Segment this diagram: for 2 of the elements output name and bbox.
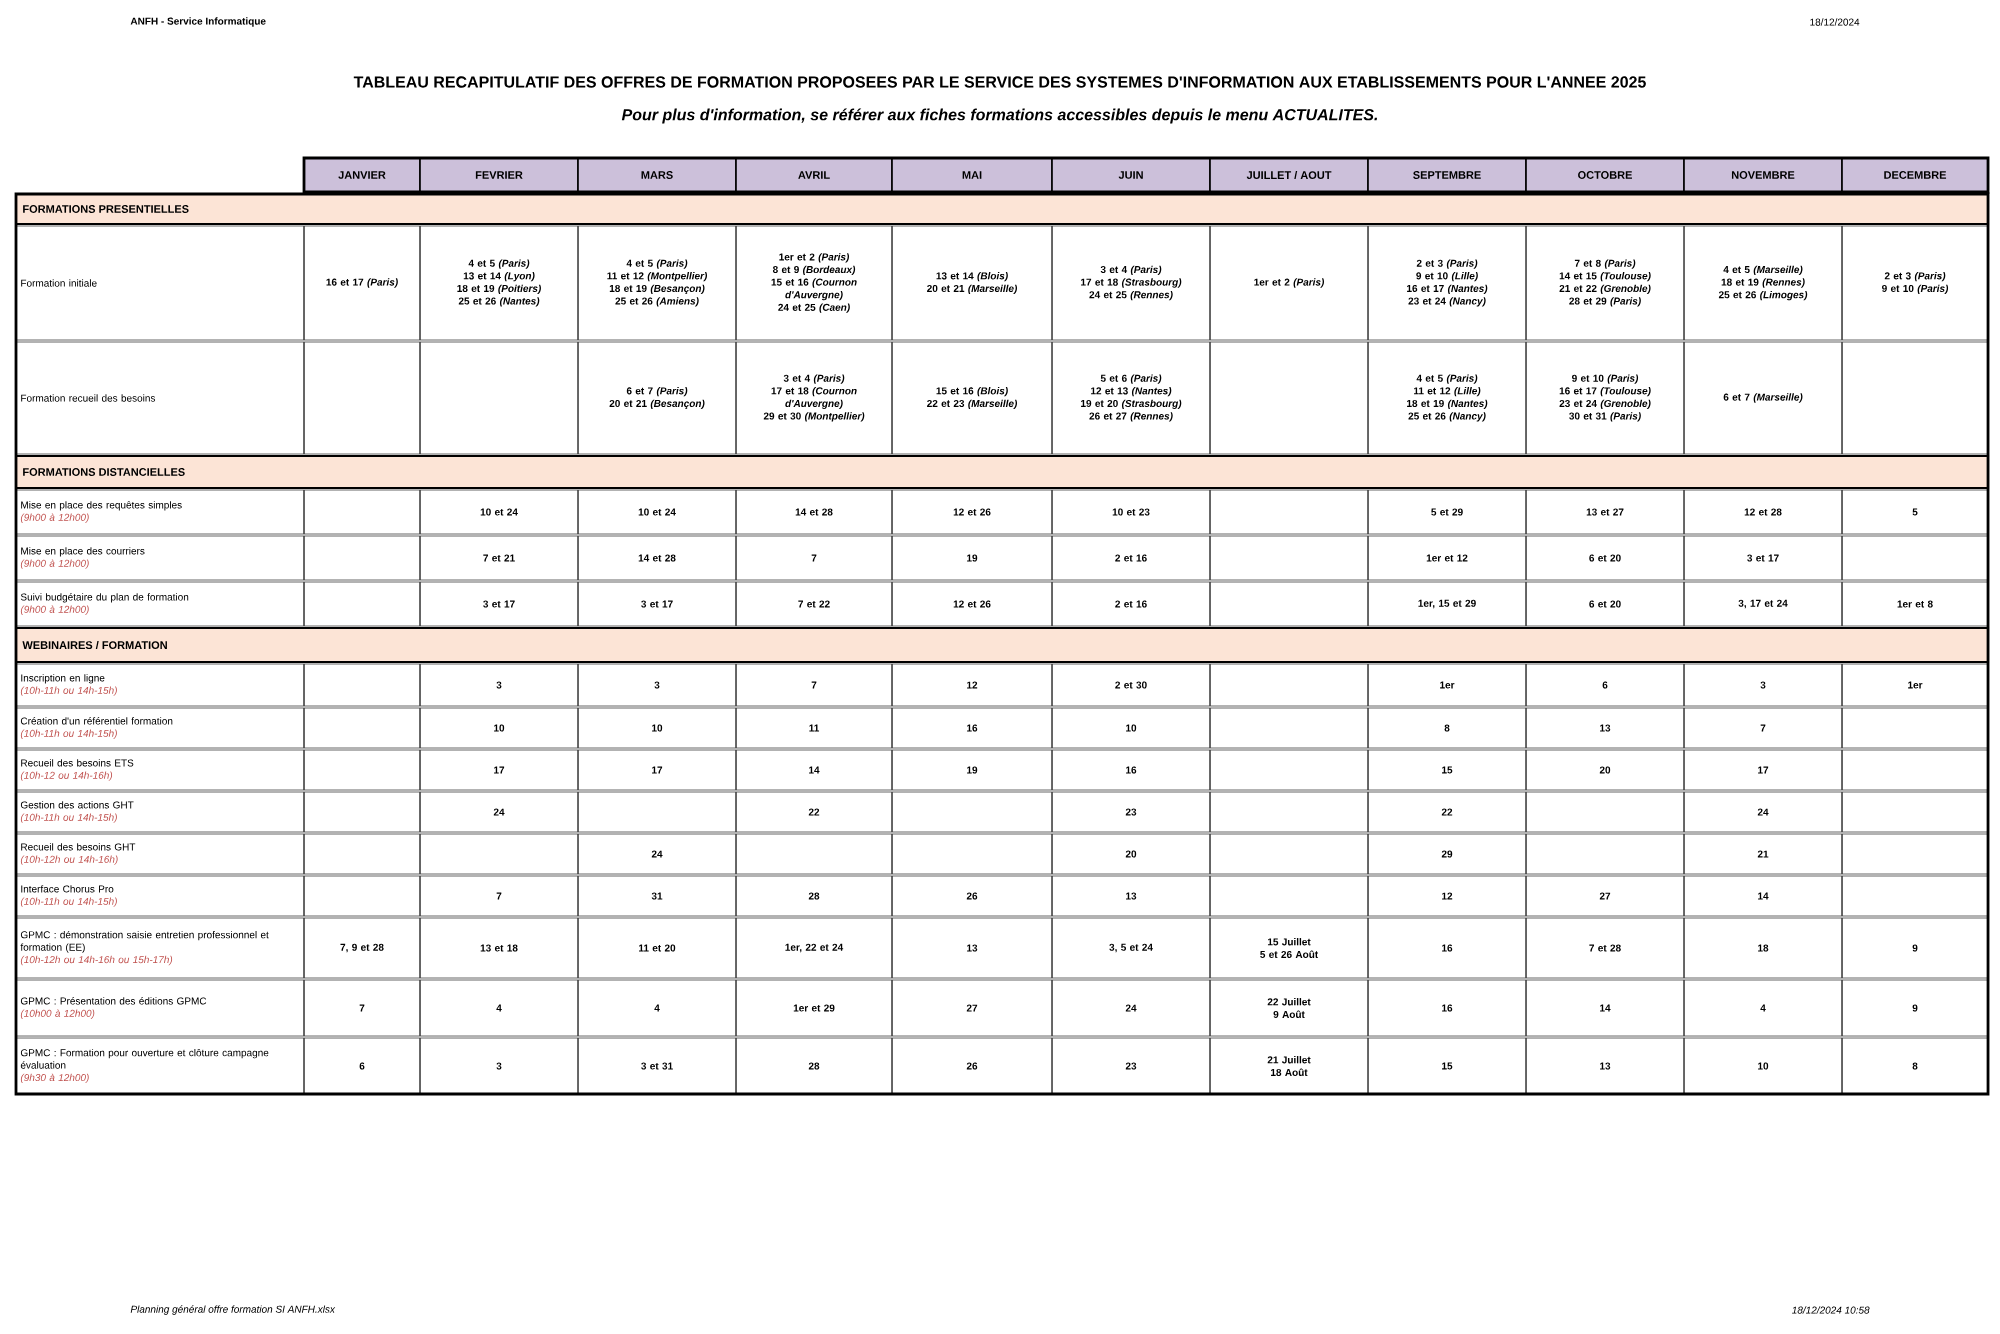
subtitle: Pour plus d'information, se référer aux fiches formations accessibles depuis le menu ACTUALITES. (621, 108, 1378, 124)
title: TABLEAU RECAPITULATIF DES OFFRES DE FORMATION PROPOSEES PAR LE SERVICE DES SYSTEMES D'INFORMATION AUX ETABLISSEMENTS POUR L'ANNEE 2025 (353, 76, 1646, 88)
